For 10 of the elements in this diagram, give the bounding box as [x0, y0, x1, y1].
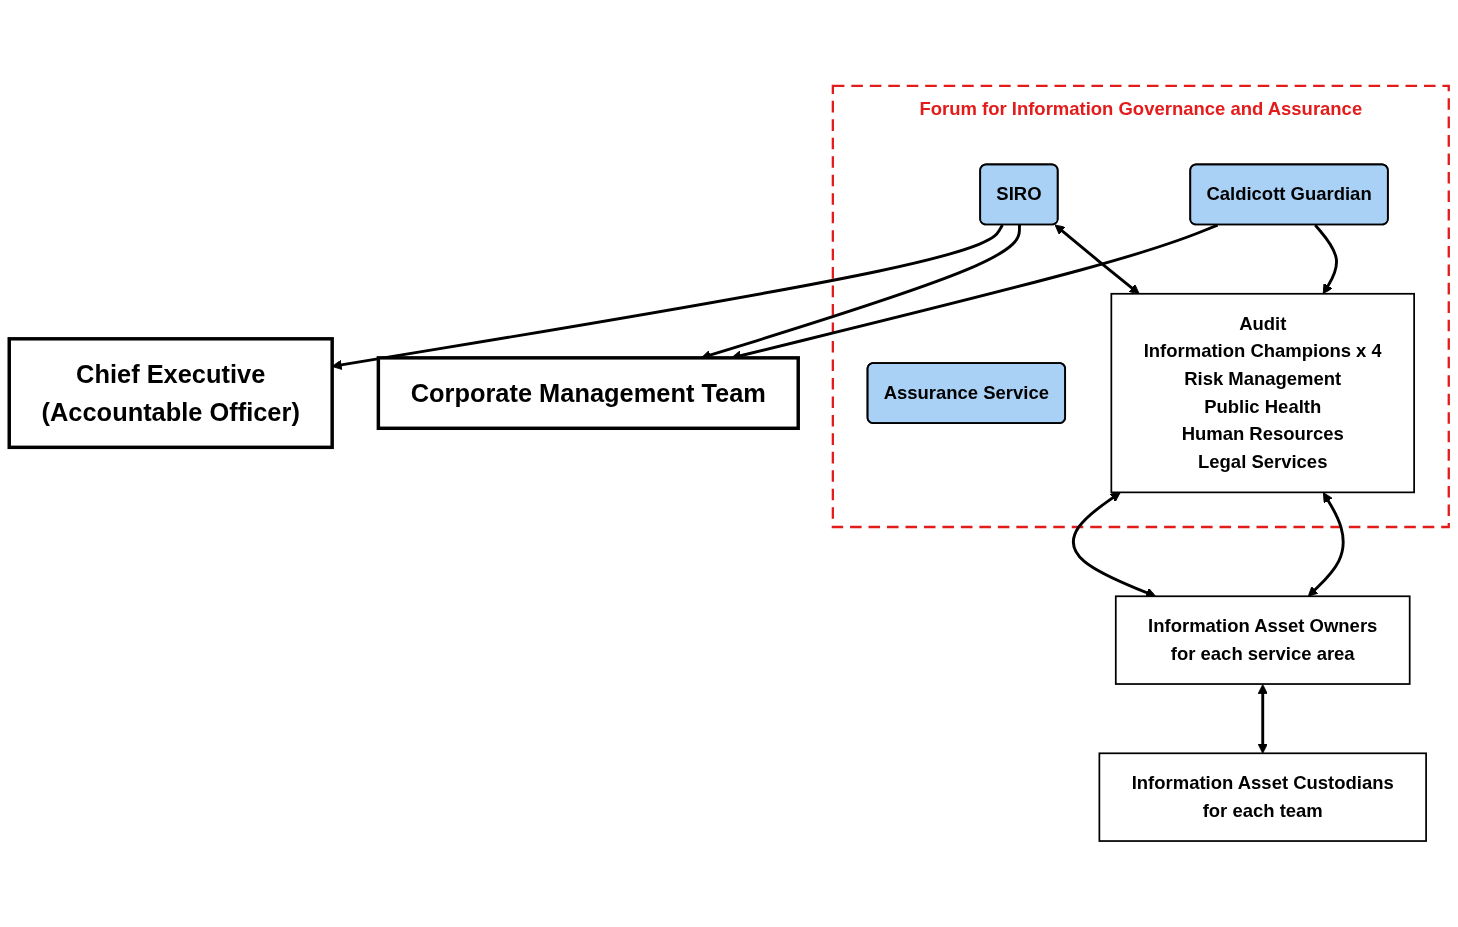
- arrow: [1071, 492, 1156, 598]
- node-box: Audit Information Champions x 4 Risk Management Public Health Human Resources Legal Services: [1110, 292, 1415, 494]
- node-box: Information Asset Custodians for each team: [1098, 752, 1427, 842]
- node-box: Chief Executive (Accountable Officer): [7, 337, 334, 450]
- node-box: Corporate Management Team: [376, 356, 800, 431]
- arrow: [1054, 224, 1140, 295]
- arrow: [1257, 684, 1268, 754]
- node-box: Information Asset Owners for each service area: [1114, 595, 1411, 685]
- arrow: [1307, 492, 1345, 597]
- arrow: [1314, 224, 1338, 295]
